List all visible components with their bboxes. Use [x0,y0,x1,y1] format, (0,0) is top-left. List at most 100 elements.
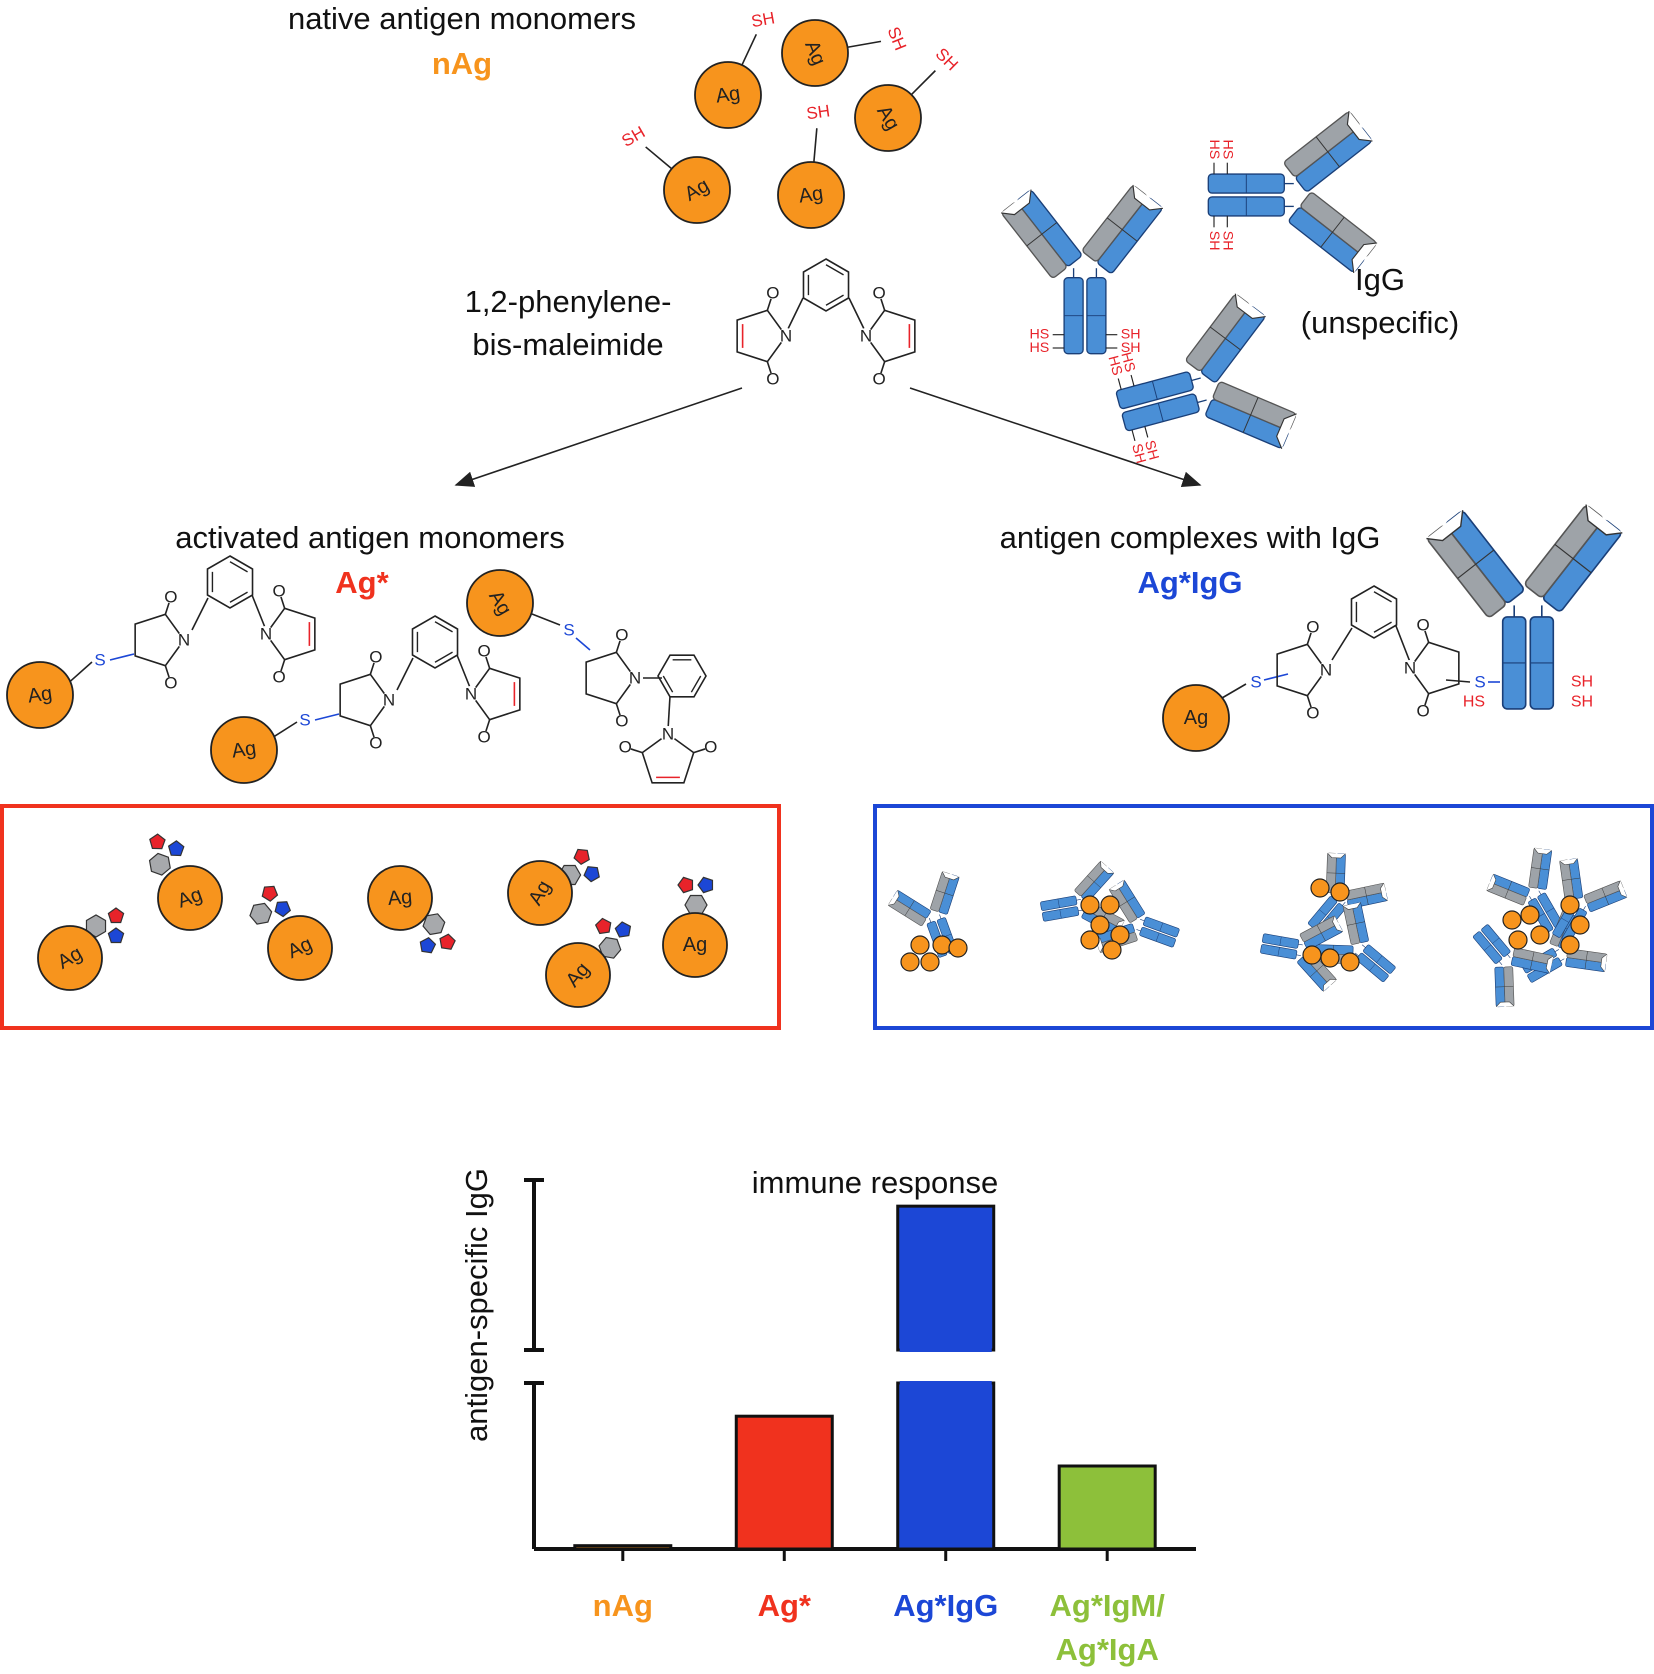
mini-maleimide-icon [149,833,166,850]
mini-phenyl-icon [148,852,171,876]
nitrogen-bg [1318,662,1334,678]
antigen-circle [466,569,534,637]
oxygen-label: O [1306,618,1319,637]
benzene-double-bond [434,621,453,633]
thiol-label: SH [1219,231,1235,251]
domain-line [904,900,915,916]
thiol-label: SH [618,123,648,151]
antigen-circle [545,942,611,1008]
imide-ring [585,651,636,705]
mini-antigen-icon [1340,952,1360,972]
x-tick-label: Ag* [758,1588,812,1623]
mini-maleimide-icon [594,917,612,935]
hinge [1507,954,1511,959]
complex-box-content [888,847,1628,1008]
carbonyl-bond [164,602,170,615]
n-aryl-bond [251,594,267,631]
binding-site [941,871,960,881]
n-aryl-bond [848,297,867,334]
mini-antigen-icon [1100,895,1120,915]
thiol-bond [1131,429,1136,442]
linker-bond [1445,679,1471,683]
mini-maleimide-icon [677,876,694,894]
oxygen-label: O [1416,701,1429,720]
mini-succinimide-icon [419,936,437,954]
antigen: Ag [854,84,922,152]
thiol-label: HS [1104,354,1125,377]
mini-antigen-icon [1530,925,1550,945]
activated-title: activated antigen monomers [175,520,564,555]
oxygen-label: O [766,284,779,303]
thiol-label: SH [1206,231,1222,251]
oxygen-label: O [272,667,285,686]
antigen-label: Ag [714,82,741,107]
thiol-label: SH [1121,340,1141,356]
n-aryl-bond [1331,627,1353,661]
hinge [1076,899,1081,901]
antigen-label: Ag [387,886,413,910]
hinge [1136,929,1141,932]
mini-linker [594,917,632,959]
nitrogen-bg [381,692,397,708]
antigen-circle [1162,684,1230,752]
domain-line [1560,917,1569,923]
domain-line [1315,136,1340,168]
mini-antigen-icon [900,952,920,972]
nitrogen-bg [176,632,192,648]
benzene-double-bond [825,294,844,306]
igg-antibody [1472,924,1554,1008]
domain-line [1562,877,1581,881]
domain-line [936,890,954,897]
carbonyl-bond [880,361,886,374]
igg-label-line2: (unspecific) [1301,305,1460,340]
binding-site [1380,882,1388,901]
oxygen-label: O [164,673,177,692]
antigen-circle [663,156,731,224]
igg-antibody [888,871,960,958]
fab-arm [1108,879,1145,923]
fab-arm [1510,947,1554,974]
antigen-label: Ag [797,182,824,207]
domain-line [1106,217,1138,242]
oxygen-label: O [1306,703,1319,722]
domain-line [1119,896,1135,907]
bar-lower-segment [896,1381,996,1551]
fab-arm [1524,504,1623,612]
benzene-double-bond [1373,621,1392,633]
domain-line [1087,875,1101,888]
chart-title: immune response [752,1165,998,1200]
native-title: native antigen monomers [288,1,636,36]
benzene-double-bond [1373,591,1392,603]
mini-antigen-icon [1570,915,1590,935]
domain-line [1483,944,1492,951]
bar [573,1544,673,1551]
thiol-bond [910,70,936,96]
oxygen-label: O [872,284,885,303]
oxygen-label: O [619,738,632,757]
benzene-ring [411,615,459,669]
nitrogen-label: N [260,625,272,644]
carbonyl-bond [766,298,772,311]
oxygen-label: O [369,733,382,752]
antigen-linker-bond [531,613,561,626]
fab-arm [1082,184,1163,274]
mini-phenyl-icon [684,894,708,916]
thiol-bond [813,128,818,163]
nitrogen-label: N [860,327,872,346]
hinge [1538,890,1542,895]
carbonyl-bond [880,298,886,311]
domain-line [1242,397,1259,433]
mini-antigen-icon [1560,935,1580,955]
thiol-label: SH [1571,674,1593,691]
carbonyl-bond [280,659,286,672]
antigen-label: Ag [26,682,53,707]
igg-label-line1: IgG [1355,262,1405,297]
fab-arm [1342,902,1369,945]
sulfur-label: S [1474,673,1485,692]
